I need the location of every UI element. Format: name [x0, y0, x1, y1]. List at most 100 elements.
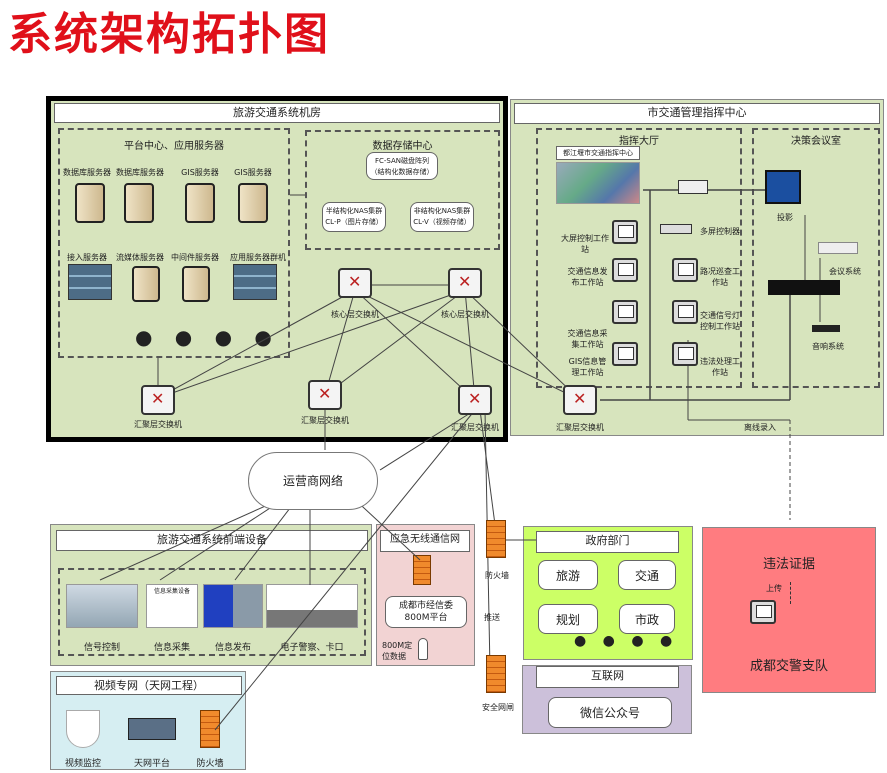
evidence-title: 违法证据: [762, 557, 815, 572]
firewall-icon: [486, 520, 506, 558]
frontend-title: 旅游交通系统前端设备: [56, 530, 368, 551]
station-label: 交通信号灯控制工作站: [700, 311, 740, 331]
station-label: 交通信息发布工作站: [567, 267, 608, 287]
aggregation-switch-label: 汇聚层交换机: [134, 420, 182, 429]
projector-icon: [765, 170, 801, 204]
platform-device-icon: [128, 718, 176, 740]
station-label: 违法处理工作站: [700, 357, 740, 377]
platform-line: 成都市经信委: [398, 601, 453, 611]
fc-san-box: FC-SAN磁盘阵列 （结构化数据存储）: [366, 152, 438, 180]
core-switch-icon: [448, 268, 482, 298]
storage-title: 数据存储中心: [372, 141, 433, 152]
nas-v-sub: CL-V（视频存储）: [413, 218, 471, 226]
station-label: 路况巡查工作站: [700, 267, 740, 287]
aggregation-switch-label: 汇聚层交换机: [556, 423, 604, 432]
video-item-label: 天网平台: [133, 759, 170, 769]
workstation-icon: [612, 342, 638, 366]
server-icon: [132, 266, 160, 302]
server-icon: [185, 183, 215, 223]
screen-title: 都江堰市交通指挥中心: [556, 146, 640, 160]
rack-server-icon: [68, 264, 112, 300]
audio-label: 音响系统: [812, 342, 844, 351]
core-switch-icon: [338, 268, 372, 298]
video-network-title: 视频专网（天网工程）: [56, 676, 242, 695]
workstation-icon: [672, 300, 698, 324]
video-item-label: 防火墙: [196, 759, 224, 769]
firewall-label: 防火墙: [485, 571, 509, 580]
wechat-account-box: 微信公众号: [548, 697, 672, 728]
projector-label: 投影: [777, 213, 793, 222]
station-label: GIS信息管理工作站: [568, 357, 607, 377]
server-icon: [238, 183, 268, 223]
more-dots: ● ● ● ●: [574, 633, 679, 649]
violation-evidence-panel: [702, 527, 876, 693]
nas-p-label: 半结构化NAS集群: [325, 207, 383, 215]
info-board-image: [203, 584, 263, 628]
audio-device-icon: [812, 325, 840, 332]
conference-device-icon: [818, 242, 858, 254]
detector-image: 信息采集设备: [146, 584, 198, 628]
more-dots: ● ● ● ●: [135, 325, 280, 349]
firewall-icon: [200, 710, 220, 748]
gov-dept-tourism: 旅游: [538, 560, 598, 590]
server-label: GIS服务器: [181, 168, 219, 177]
server-label: 接入服务器: [67, 253, 107, 262]
server-label: 数据库服务器: [63, 168, 111, 177]
meeting-title: 决策会议室: [791, 136, 841, 147]
meeting-group: [752, 128, 880, 388]
detector-caption: 信息采集设备: [153, 588, 190, 595]
security-gateway-label: 安全网闸: [482, 703, 514, 712]
station-label: 大屏控制工作站: [561, 234, 609, 254]
aggregation-switch-icon: [458, 385, 492, 415]
multi-screen-controller-icon: [660, 224, 692, 234]
firewall-icon: [413, 555, 431, 585]
frontend-item-label: 电子警察、卡口: [280, 643, 344, 653]
server-label: 数据库服务器: [116, 168, 164, 177]
e-police-camera-image: [266, 584, 358, 628]
fc-san-label: FC-SAN磁盘阵列: [374, 157, 430, 165]
workstation-icon: [672, 342, 698, 366]
aggregation-switch-icon: [141, 385, 175, 415]
command-center-title: 市交通管理指挥中心: [514, 103, 880, 124]
core-switch-label: 核心层交换机: [441, 310, 489, 319]
server-room-title: 旅游交通系统机房: [54, 103, 500, 123]
frontend-item-label: 信息采集: [153, 643, 190, 653]
upload-label: 上传: [766, 584, 782, 593]
dome-camera-icon: [66, 710, 100, 748]
aggregation-switch-icon: [308, 380, 342, 410]
computer-icon: [750, 600, 776, 624]
hall-title: 指挥大厅: [619, 136, 659, 147]
page-title: 系统架构拓扑图: [8, 9, 330, 60]
controller-label: 多屏控制器: [700, 227, 740, 236]
rack-server-icon: [233, 264, 277, 300]
av-host-icon: [768, 280, 840, 295]
frontend-item-label: 信号控制: [83, 643, 120, 653]
platform-title: 平台中心、应用服务器: [124, 141, 224, 152]
carrier-network-label: 运营商网络: [282, 474, 343, 488]
nas-v-label: 非结构化NAS集群: [413, 207, 471, 215]
server-label: 中间件服务器: [171, 253, 219, 262]
positioning-data-label: 800M定位数据: [382, 641, 413, 661]
traffic-police-label: 成都交警支队: [749, 659, 828, 674]
push-label: 推送: [484, 613, 500, 622]
workstation-icon: [612, 300, 638, 324]
hall-group: [536, 128, 742, 388]
server-label: 应用服务器群机: [230, 253, 286, 262]
platform-group: [58, 128, 290, 358]
video-item-label: 视频监控: [64, 759, 101, 769]
fc-san-sub: （结构化数据存储）: [370, 168, 434, 176]
aggregation-switch-icon: [563, 385, 597, 415]
aggregation-switch-label: 汇聚层交换机: [451, 423, 499, 432]
gov-dept-planning: 规划: [538, 604, 598, 634]
frontend-item-label: 信息发布: [214, 643, 251, 653]
conference-label: 会议系统: [829, 267, 861, 276]
workstation-icon: [612, 258, 638, 282]
internet-title: 互联网: [536, 666, 679, 688]
gov-dept-transport: 交通: [618, 560, 676, 590]
matrix-device-icon: [678, 180, 708, 194]
server-icon: [75, 183, 105, 223]
server-icon: [124, 183, 154, 223]
government-title: 政府部门: [536, 531, 679, 553]
